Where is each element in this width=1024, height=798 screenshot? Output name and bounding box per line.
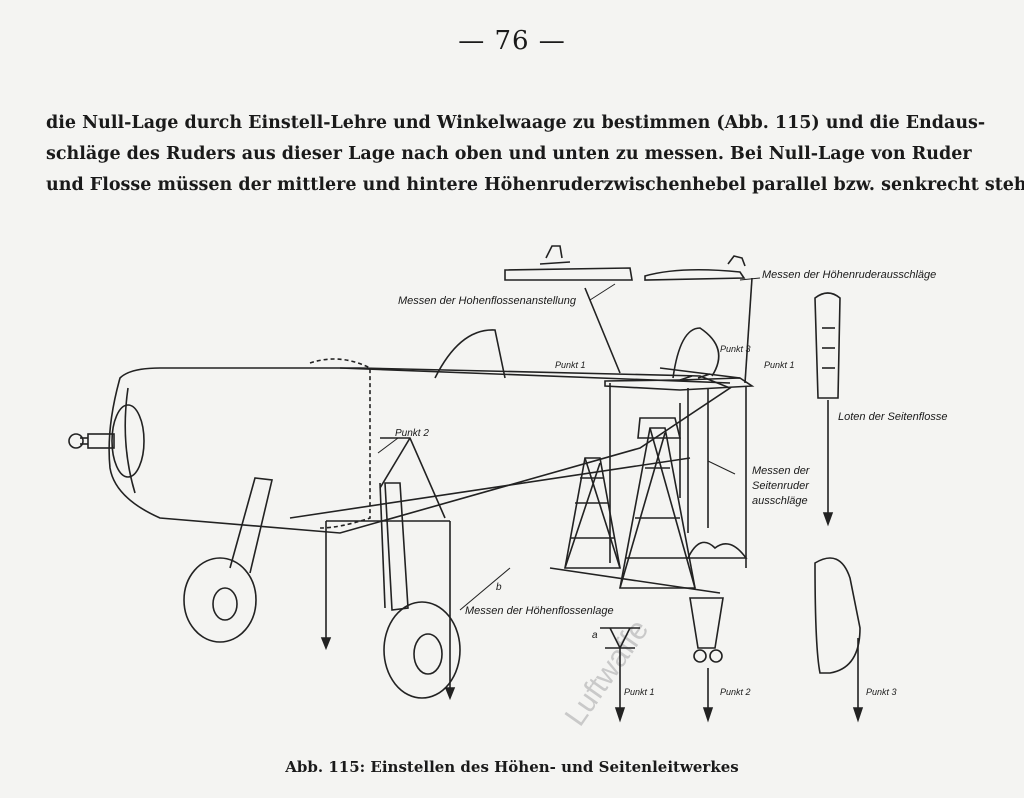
- label-seitenruder-line1: Messen der: [752, 465, 811, 477]
- aircraft-tail-rigging-figure: Luftwaffe: [68, 245, 947, 728]
- label-punkt1-right: Punkt 1: [764, 360, 795, 370]
- label-punkt3-bottom: Punkt 3: [866, 687, 897, 697]
- tail-plumb-lines: [609, 383, 747, 568]
- label-punkt1-top: Punkt 1: [555, 360, 586, 370]
- elevator-deflection-gauge: [644, 255, 753, 384]
- text-line: die Null-Lage durch Einstell-Lehre und W…: [46, 113, 986, 133]
- label-hoehenflossenanstellung: Messen der Hohenflossenanstellung: [398, 295, 577, 307]
- label-loten-seitenflosse: Loten der Seitenflosse: [838, 411, 947, 423]
- vertical-fin: [434, 327, 720, 379]
- page-number: — 76 —: [458, 26, 566, 56]
- label-seitenruder-line2: Seitenruder: [752, 480, 810, 492]
- label-punkt1-bottom: Punkt 1: [624, 687, 655, 697]
- fuselage: [108, 358, 732, 534]
- label-hoehenruderausschlaege: Messen der Höhenruderausschläge: [762, 269, 936, 281]
- label-punkt3-top: Punkt 3: [720, 344, 751, 354]
- figure-caption: Abb. 115: Einstellen des Höhen- und Seit…: [285, 758, 739, 776]
- watermark: Luftwaffe: [559, 614, 656, 728]
- support-stands: [549, 417, 721, 594]
- label-seitenruder-line3: ausschläge: [752, 495, 808, 507]
- text-line: schläge des Ruders aus dieser Lage nach …: [46, 144, 972, 164]
- label-punkt2-bottom: Punkt 2: [720, 687, 751, 697]
- body-paragraph: die Null-Lage durch Einstell-Lehre und W…: [46, 108, 1024, 201]
- point-2-gauge: [689, 597, 724, 723]
- point-1-gauge: [600, 627, 640, 723]
- propeller-hub: [68, 404, 145, 478]
- rudder-template: [686, 541, 748, 559]
- text-line: und Flosse müssen der mittlere und hinte…: [46, 175, 1024, 195]
- fin-plumb-detail: [814, 292, 841, 527]
- right-landing-gear: [379, 482, 461, 699]
- label-hoehenflossenlage: Messen der Höhenflossenlage: [465, 605, 614, 617]
- label-mark-a: a: [592, 630, 598, 641]
- horizontal-stabilizer: [604, 367, 755, 391]
- left-landing-gear: [183, 477, 273, 643]
- rudder-outline: [814, 557, 864, 723]
- stabilizer-incidence-gauge: [504, 245, 633, 374]
- label-punkt2-body: Punkt 2: [395, 428, 429, 439]
- label-mark-b: b: [496, 582, 502, 593]
- plumb-lines: [320, 437, 456, 701]
